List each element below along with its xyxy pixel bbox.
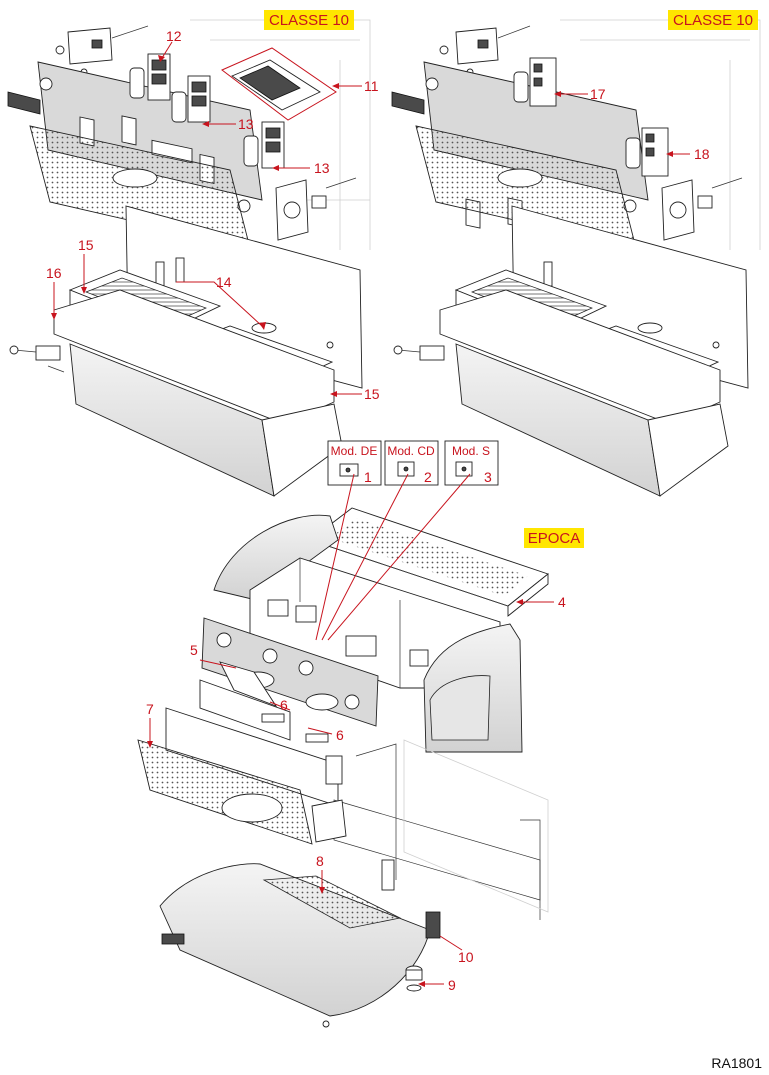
epoca-assembly xyxy=(137,440,549,1028)
lower-frame xyxy=(311,739,549,920)
callout-18: 18 xyxy=(694,146,710,162)
callout-15-upper: 15 xyxy=(78,237,94,253)
keypad-modules-12 xyxy=(129,53,211,123)
model-box-de xyxy=(327,440,382,486)
fascia-plate-5 xyxy=(219,661,278,707)
side-shell-left xyxy=(213,514,339,601)
callout-9: 9 xyxy=(448,977,456,993)
rear-plate-14 xyxy=(125,205,363,389)
header-classe10-right: CLASSE 10 xyxy=(668,10,758,30)
foot-9 xyxy=(405,965,423,992)
header-classe10-left: CLASSE 10 xyxy=(264,10,354,30)
control-module-18 xyxy=(625,127,669,177)
leg-bracket-right xyxy=(393,345,445,361)
control-module-17 xyxy=(513,57,557,107)
classe10-left-assembly xyxy=(7,19,371,497)
callout-1: 1 xyxy=(364,469,372,485)
brand-logo-badge-left xyxy=(7,91,41,115)
machine-frame-ghost-right xyxy=(560,19,761,250)
callout-13-upper: 13 xyxy=(238,116,254,132)
side-bracket-left xyxy=(275,177,357,241)
model-box-cd xyxy=(384,440,439,486)
header-highlight xyxy=(264,10,354,30)
upper-bracket-right xyxy=(439,25,531,76)
callout-16: 16 xyxy=(46,265,62,281)
model-label-s: Mod. S xyxy=(452,444,490,458)
keypad-modules-13 xyxy=(243,121,285,169)
callout-7: 7 xyxy=(146,701,154,717)
classe10-right-assembly xyxy=(391,19,761,497)
model-label-de: Mod. DE xyxy=(331,444,378,458)
top-cover-4 xyxy=(309,507,549,617)
drawing-code: RA1801 xyxy=(711,1055,762,1071)
nameplate-6 xyxy=(199,679,329,743)
callout-2: 2 xyxy=(424,469,432,485)
model-box-s xyxy=(444,440,499,486)
callout-14: 14 xyxy=(216,274,232,290)
callout-11: 11 xyxy=(364,78,379,94)
callout-6-lower: 6 xyxy=(336,727,344,743)
callout-10: 10 xyxy=(458,949,474,965)
leg-bracket-left xyxy=(9,345,65,373)
header-text: EPOCA xyxy=(528,530,581,547)
model-label-cd: Mod. CD xyxy=(387,444,435,458)
brand-logo-badge-right xyxy=(391,91,425,115)
side-bracket-right xyxy=(661,177,743,241)
drip-base-right xyxy=(439,289,721,425)
machine-frame-ghost-left xyxy=(190,19,371,250)
drip-base-16 xyxy=(53,289,335,425)
header-highlight xyxy=(668,10,758,30)
callout-4: 4 xyxy=(558,594,566,610)
lower-fascia-right xyxy=(455,343,729,497)
callout-3: 3 xyxy=(484,469,492,485)
header-text: CLASSE 10 xyxy=(673,12,753,29)
display-assembly-11 xyxy=(221,47,337,121)
header-text: CLASSE 10 xyxy=(269,12,349,29)
cup-tray-7 xyxy=(137,707,343,845)
callout-17: 17 xyxy=(590,86,606,102)
control-box-10 xyxy=(381,859,441,939)
header-epoca: EPOCA xyxy=(524,528,584,548)
callout-numbers: 1 2 3 4 5 6 6 7 8 9 10 11 12 13 13 14 15… xyxy=(46,28,710,993)
callout-13-lower: 13 xyxy=(314,160,330,176)
callout-15-lower: 15 xyxy=(364,386,380,402)
control-panel-epoca xyxy=(201,617,379,727)
side-shell-right xyxy=(423,623,523,753)
callout-6-upper: 6 xyxy=(280,697,288,713)
callout-12: 12 xyxy=(166,28,182,44)
callout-8: 8 xyxy=(316,853,324,869)
callout-5: 5 xyxy=(190,642,198,658)
header-highlight xyxy=(524,528,584,548)
leader-lines xyxy=(51,41,690,987)
